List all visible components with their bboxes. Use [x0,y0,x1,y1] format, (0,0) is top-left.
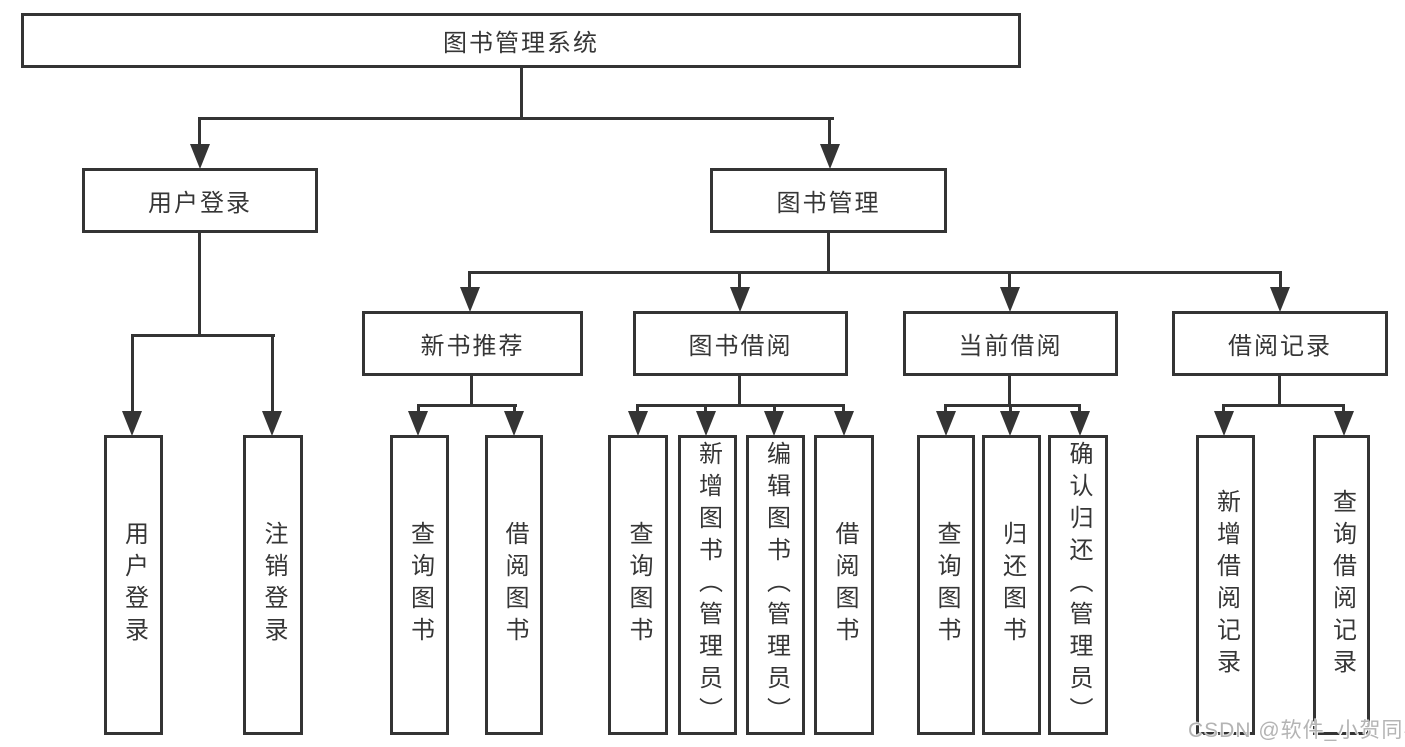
connector-stub [417,404,420,414]
arrowhead-down-icon [122,411,142,436]
leaf-user-login: 用户登录 [104,435,163,735]
connector-stub [1008,271,1011,289]
connector-drop [1278,376,1281,407]
connector-stub [1279,271,1282,289]
connector-user-rail [131,334,275,337]
arrowhead-down-icon [1214,411,1234,436]
node-root: 图书管理系统 [21,13,1021,68]
leaf-logout: 注销登录 [243,435,303,735]
connector-root-drop [520,68,523,119]
leaf-current-confirm-admin: 确认归还（管理员） [1048,435,1108,735]
leaf-borrow-edit-admin: 编辑图书（管理员） [746,435,805,735]
arrowhead-down-icon [1270,287,1290,312]
connector-book-drop [827,233,830,274]
node-borrow-records: 借阅记录 [1172,311,1388,376]
node-user-login-label: 用户登录 [148,190,252,217]
arrowhead-down-icon [696,411,716,436]
arrowhead-down-icon [262,411,282,436]
leaf-borrow-book-label: 借阅图书 [831,521,858,649]
connector-stub [1342,404,1345,414]
node-current-borrow-label: 当前借阅 [958,333,1063,360]
node-user-login: 用户登录 [82,168,318,233]
leaf-borrow-add-admin: 新增图书（管理员） [678,435,737,735]
connector-drop [738,376,741,407]
connector-user-drop [198,233,201,337]
leaf-current-confirm-admin-label: 确认归还（管理员） [1065,441,1092,729]
arrowhead-down-icon [820,144,840,169]
connector-stub [842,404,845,414]
connector-rail [944,404,1081,407]
arrowhead-down-icon [730,287,750,312]
connector-root-rail [198,117,834,120]
leaf-records-query: 查询借阅记录 [1313,435,1370,735]
leaf-borrow-query-label: 查询图书 [625,521,652,649]
connector-stub [944,404,947,414]
connector-stub [271,334,274,413]
connector-stub [704,404,707,414]
arrowhead-down-icon [936,411,956,436]
leaf-current-query-label: 查询图书 [933,521,960,649]
arrowhead-down-icon [1334,411,1354,436]
connector-book-rail [468,271,1282,274]
connector-stub [198,117,201,146]
leaf-current-return: 归还图书 [982,435,1041,735]
leaf-records-query-label: 查询借阅记录 [1328,489,1356,681]
connector-rail [417,404,517,407]
node-book-borrow: 图书借阅 [633,311,848,376]
leaf-borrow-book: 借阅图书 [814,435,874,735]
node-new-book-recommend-label: 新书推荐 [420,333,525,360]
node-new-book-recommend: 新书推荐 [362,311,583,376]
node-borrow-records-label: 借阅记录 [1228,333,1332,360]
connector-rail [1222,404,1345,407]
node-root-label: 图书管理系统 [443,30,599,57]
arrowhead-down-icon [628,411,648,436]
connector-drop [470,376,473,407]
leaf-current-query: 查询图书 [917,435,975,735]
arrowhead-down-icon [834,411,854,436]
leaf-newbook-query: 查询图书 [390,435,449,735]
connector-stub [1078,404,1081,414]
arrowhead-down-icon [408,411,428,436]
leaf-logout-label: 注销登录 [260,521,287,649]
leaf-current-return-label: 归还图书 [998,521,1026,649]
node-book-management-label: 图书管理 [776,190,881,217]
arrowhead-down-icon [460,287,480,312]
leaf-records-add: 新增借阅记录 [1196,435,1255,735]
connector-stub [738,271,741,289]
connector-drop [1008,376,1011,407]
arrowhead-down-icon [504,411,524,436]
arrowhead-down-icon [190,144,210,169]
leaf-newbook-borrow-label: 借阅图书 [501,521,528,649]
connector-stub [636,404,639,414]
arrowhead-down-icon [764,411,784,436]
connector-rail [636,404,845,407]
leaf-records-add-label: 新增借阅记录 [1212,489,1240,681]
leaf-user-login-label: 用户登录 [120,521,148,649]
connector-stub [828,117,831,146]
arrowhead-down-icon [1070,411,1090,436]
leaf-borrow-add-admin-label: 新增图书（管理员） [694,441,722,729]
leaf-newbook-query-label: 查询图书 [406,521,434,649]
arrowhead-down-icon [1000,287,1020,312]
connector-stub [513,404,516,414]
leaf-newbook-borrow: 借阅图书 [485,435,543,735]
arrowhead-down-icon [1000,411,1020,436]
leaf-borrow-query: 查询图书 [608,435,668,735]
node-book-borrow-label: 图书借阅 [688,333,793,360]
leaf-borrow-edit-admin-label: 编辑图书（管理员） [762,441,790,729]
connector-stub [131,334,134,413]
connector-stub [468,271,471,289]
node-book-management: 图书管理 [710,168,947,233]
csdn-watermark: CSDN @软件_小贺同学 [1188,719,1405,742]
connector-stub [773,404,776,414]
connector-stub [1009,404,1012,414]
connector-stub [1222,404,1225,414]
node-current-borrow: 当前借阅 [903,311,1118,376]
